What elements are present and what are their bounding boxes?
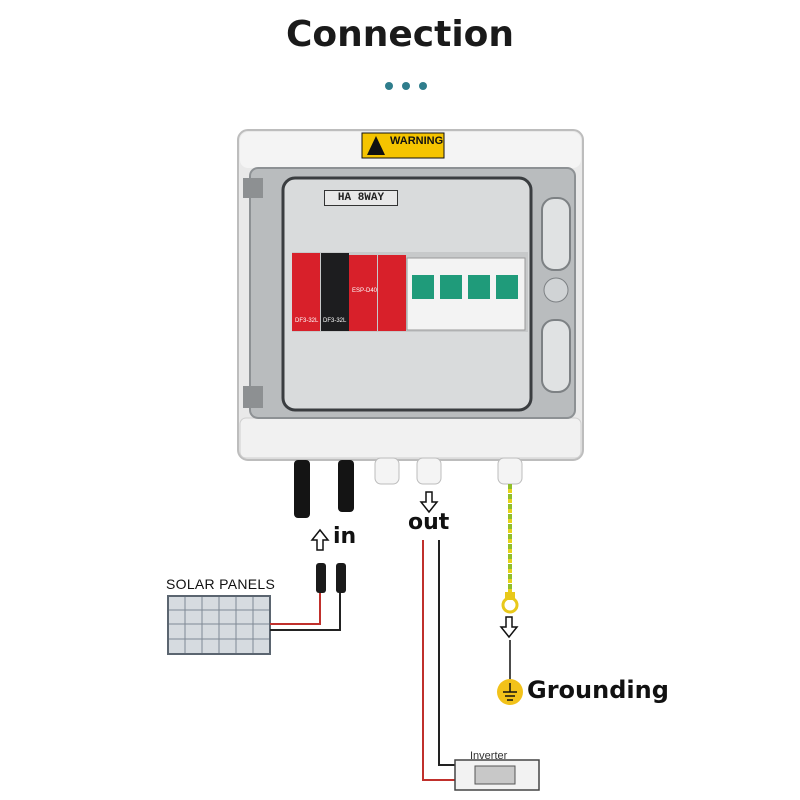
latch-bottom xyxy=(541,319,571,393)
ground-arrow-icon xyxy=(499,616,519,639)
switch-black xyxy=(321,253,349,331)
out-arrow-icon xyxy=(419,491,439,514)
enclosure-model-plate: HA 8WAY xyxy=(324,190,398,206)
dot xyxy=(419,82,427,90)
warning-triangle-icon xyxy=(367,136,385,155)
hinge-top xyxy=(243,178,263,198)
output-wire-red xyxy=(422,540,455,781)
breaker-toggle-1 xyxy=(412,275,434,299)
grounding-label: Grounding xyxy=(527,676,669,704)
dot xyxy=(402,82,410,90)
mc4-connector-2 xyxy=(338,460,354,512)
in-arrow-icon xyxy=(310,528,330,551)
breaker-toggle-3 xyxy=(468,275,490,299)
latch-top xyxy=(541,197,571,271)
warning-label: WARNING xyxy=(390,135,444,147)
breaker-toggle-2 xyxy=(440,275,462,299)
panel-wire-red xyxy=(270,593,321,625)
enclosure-bottom-band xyxy=(239,417,582,459)
solar-panel-grid xyxy=(169,597,269,653)
switch-1-label: DF3-32L xyxy=(295,318,319,324)
spd-module-2 xyxy=(378,255,406,331)
output-label: out xyxy=(408,510,450,535)
mc4-connector-1 xyxy=(294,460,310,518)
ground-symbol-lines xyxy=(503,683,517,701)
title-dots xyxy=(385,82,427,92)
cable-gland-1 xyxy=(374,457,400,485)
panel-connector-2 xyxy=(336,563,346,593)
output-wire-black xyxy=(438,540,455,766)
panel-connector-1 xyxy=(316,563,326,593)
input-label: in xyxy=(333,524,357,549)
cable-gland-2 xyxy=(416,457,442,485)
spd-module-1 xyxy=(349,255,377,331)
panel-wire-black xyxy=(270,593,341,631)
page-title: Connection xyxy=(285,14,515,55)
breaker-toggle-4 xyxy=(496,275,518,299)
inverter-panel xyxy=(474,765,516,785)
hinge-bottom xyxy=(243,386,263,408)
ground-ring-terminal xyxy=(505,592,515,600)
latch-knob xyxy=(543,277,569,303)
switch-2-label: DF3-32L xyxy=(323,318,347,324)
cable-gland-3 xyxy=(497,457,523,485)
dot xyxy=(385,82,393,90)
inverter-label: Inverter xyxy=(470,750,508,762)
solar-panels-label: SOLAR PANELS xyxy=(166,576,276,592)
ground-ring xyxy=(501,596,519,614)
switch-red xyxy=(292,253,320,331)
spd-label: ESP-D40 xyxy=(352,288,378,294)
